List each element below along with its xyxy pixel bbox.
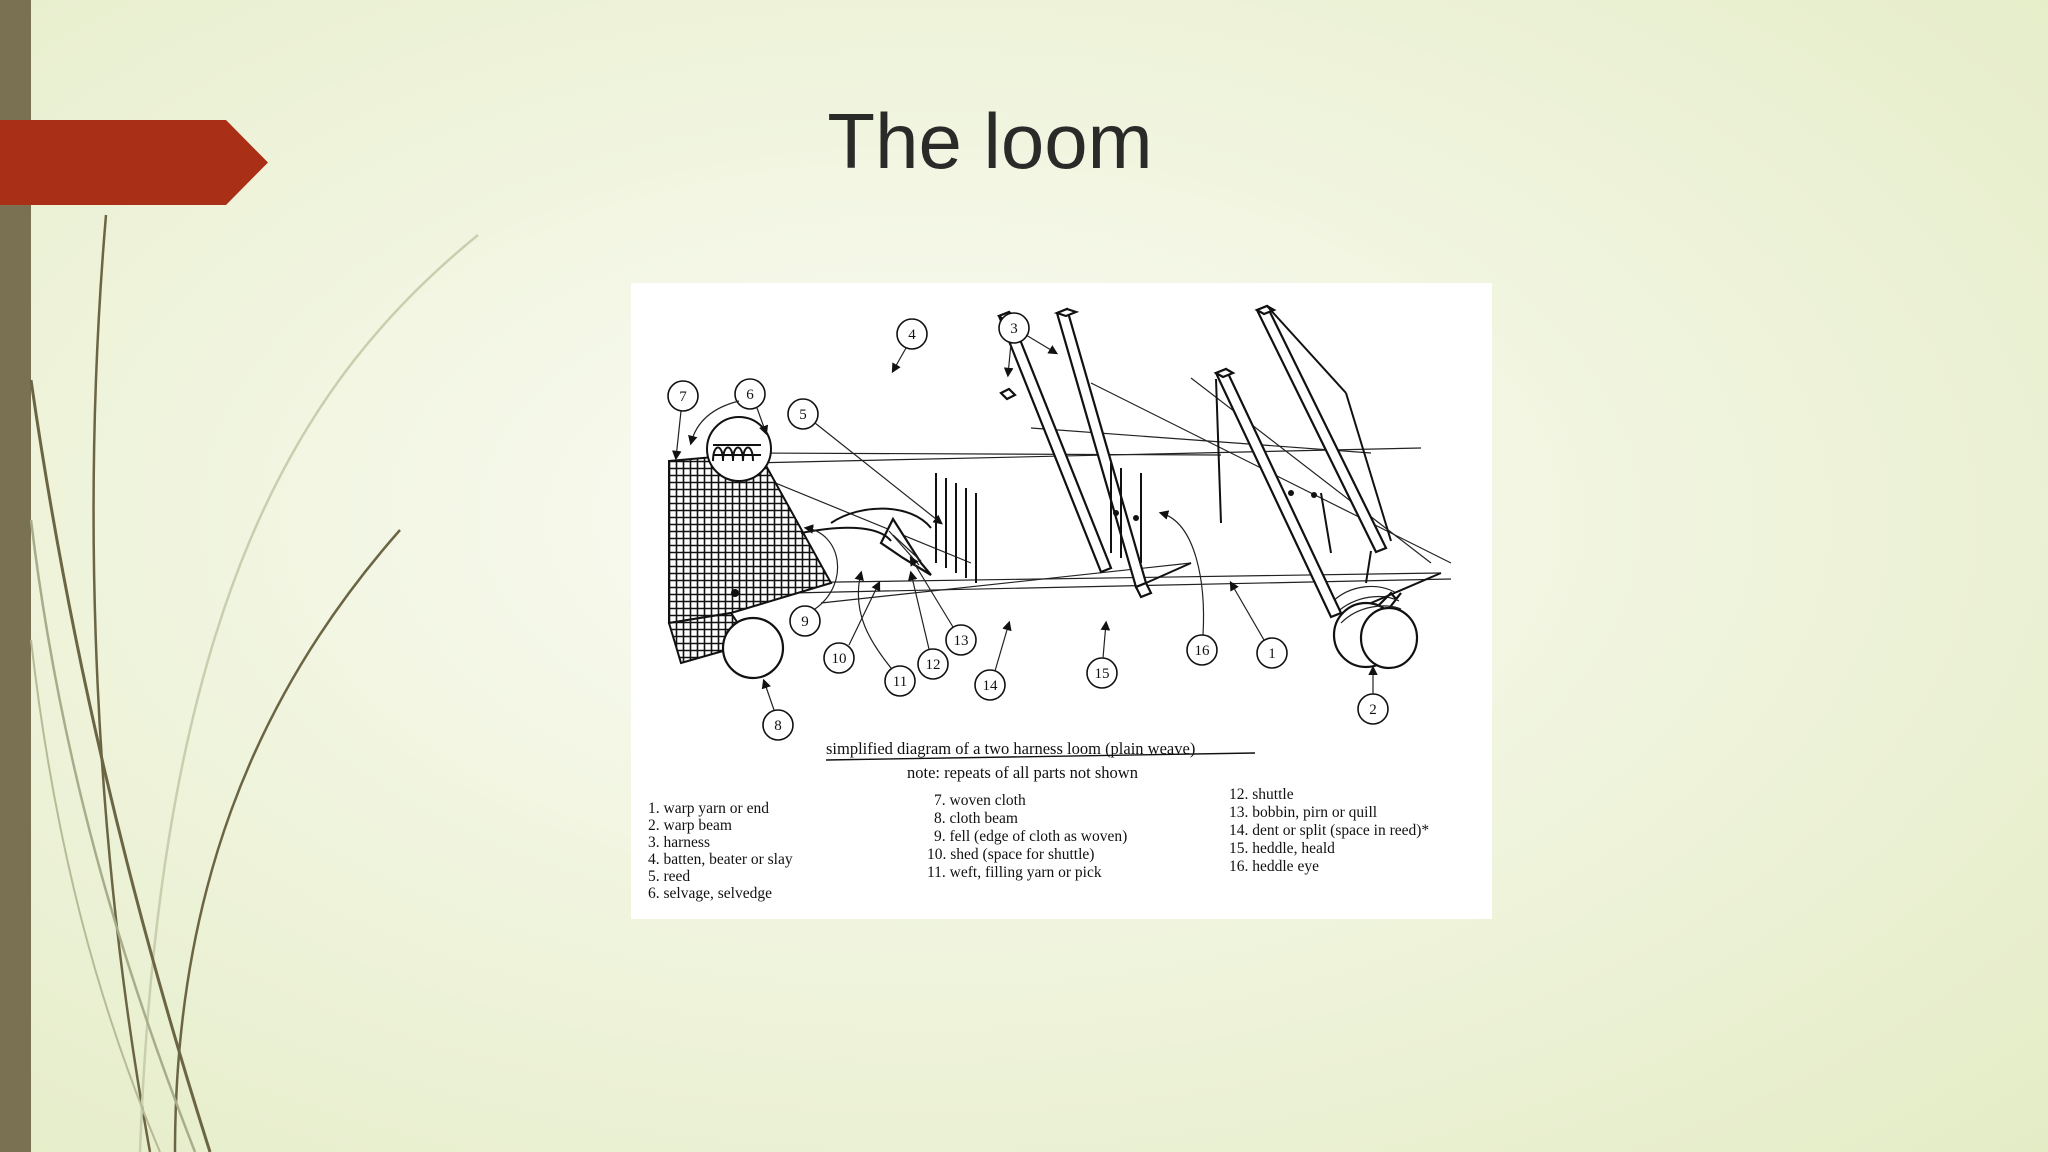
svg-text:13: 13 <box>954 633 969 649</box>
legend-item: 15. heddle, heald <box>1229 840 1335 857</box>
figure-caption: simplified diagram of a two harness loom… <box>826 739 1195 758</box>
decorative-curves <box>29 214 479 1152</box>
callouts: 1 2 3 4 <box>667 312 1389 741</box>
callout-6: 6 <box>688 378 769 446</box>
legend-item: 2. warp beam <box>648 817 732 834</box>
legend-item: 8. cloth beam <box>934 810 1018 827</box>
svg-text:6: 6 <box>746 387 754 403</box>
callout-2: 2 <box>1357 665 1389 725</box>
slide-title: The loom <box>827 97 1153 185</box>
loom-diagram: 1 2 3 4 <box>648 304 1452 902</box>
callout-14: 14 <box>974 620 1012 701</box>
callout-7: 7 <box>667 380 699 461</box>
callout-1: 1 <box>1229 580 1288 669</box>
legend-item: 7. woven cloth <box>934 792 1026 809</box>
harness-frames <box>996 304 1392 619</box>
warp-beam <box>1330 572 1442 670</box>
legend-column-2: 7. woven cloth 8. cloth beam 9. fell (ed… <box>927 792 1127 881</box>
svg-text:12: 12 <box>926 657 941 673</box>
callout-16: 16 <box>1158 510 1218 666</box>
callout-11: 11 <box>854 570 916 697</box>
svg-text:15: 15 <box>1095 666 1110 682</box>
legend-item: 14. dent or split (space in reed)* <box>1229 822 1429 839</box>
legend-item: 9. fell (edge of cloth as woven) <box>934 828 1127 845</box>
reed-heddles <box>935 463 1317 583</box>
callout-8: 8 <box>761 678 794 741</box>
svg-text:2: 2 <box>1369 702 1377 718</box>
callout-5: 5 <box>787 398 943 525</box>
loom-diagram-figure: 1 2 3 4 <box>631 283 1492 919</box>
legend-column-1: 1. warp yarn or end 2. warp beam 3. harn… <box>648 800 793 902</box>
svg-text:9: 9 <box>801 614 809 630</box>
svg-text:14: 14 <box>983 678 999 694</box>
callout-3: 3 <box>998 312 1059 378</box>
title-arrow-marker <box>0 120 268 205</box>
callout-10: 10 <box>823 580 881 674</box>
callout-12: 12 <box>907 570 949 680</box>
cloth-beam <box>721 589 785 680</box>
legend-item: 3. harness <box>648 834 710 851</box>
legend-item: 4. batten, beater or slay <box>648 851 793 868</box>
legend-item: 10. shed (space for shuttle) <box>927 846 1094 863</box>
legend-item: 1. warp yarn or end <box>648 800 769 817</box>
legend-item: 5. reed <box>648 868 690 885</box>
legend-column-3: 12. shuttle 13. bobbin, pirn or quill 14… <box>1229 786 1429 875</box>
legend-item: 6. selvage, selvedge <box>648 885 772 902</box>
callout-4: 4 <box>891 318 928 374</box>
legend-item: 13. bobbin, pirn or quill <box>1229 804 1377 821</box>
legend-item: 16. heddle eye <box>1229 858 1319 875</box>
svg-text:11: 11 <box>893 674 907 690</box>
svg-text:7: 7 <box>679 389 687 405</box>
svg-text:8: 8 <box>774 718 782 734</box>
svg-text:10: 10 <box>832 651 847 667</box>
svg-text:5: 5 <box>799 407 807 423</box>
legend-item: 11. weft, filling yarn or pick <box>927 864 1102 881</box>
svg-text:1: 1 <box>1268 646 1276 662</box>
callout-9: 9 <box>789 524 839 637</box>
svg-text:16: 16 <box>1195 643 1211 659</box>
callout-13: 13 <box>909 555 977 656</box>
svg-text:3: 3 <box>1010 321 1018 337</box>
figure-note: note: repeats of all parts not shown <box>907 763 1138 782</box>
legend-item: 12. shuttle <box>1229 786 1294 803</box>
svg-text:4: 4 <box>908 327 916 343</box>
callout-15: 15 <box>1086 620 1118 689</box>
woven-cloth <box>667 416 833 665</box>
